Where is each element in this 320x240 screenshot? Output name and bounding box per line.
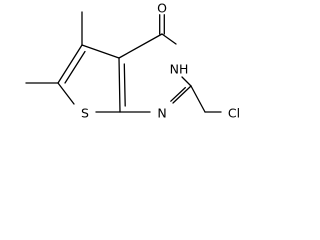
atom-labels: O NH N S Cl — [81, 1, 240, 121]
bonds — [25, 11, 222, 113]
nitrogen-label: N — [157, 106, 166, 121]
bond-n3-c2 — [181, 76, 192, 87]
bond-c5-c6-b — [64, 50, 86, 84]
sulfur-label: S — [81, 106, 89, 121]
nh-label: NH — [170, 62, 189, 77]
oxygen-label: O — [157, 1, 167, 16]
bond-c6-s — [57, 82, 75, 105]
chlorine-label: Cl — [228, 106, 240, 121]
bond-c7a-c4a-a — [118, 57, 121, 113]
bond-c4-n3 — [161, 33, 177, 45]
bond-c2-n1-a — [172, 85, 192, 104]
bond-c2-n1-b — [170, 86, 186, 102]
chemical-structure: O NH N S Cl — [25, 1, 240, 121]
bond-c5-c6-a — [57, 44, 83, 84]
bond-c2-ch2 — [190, 85, 206, 113]
bond-c4a-c4 — [118, 33, 163, 59]
bond-c7a-c4a-b — [123, 63, 126, 107]
bond-c4a-c5 — [81, 44, 120, 59]
